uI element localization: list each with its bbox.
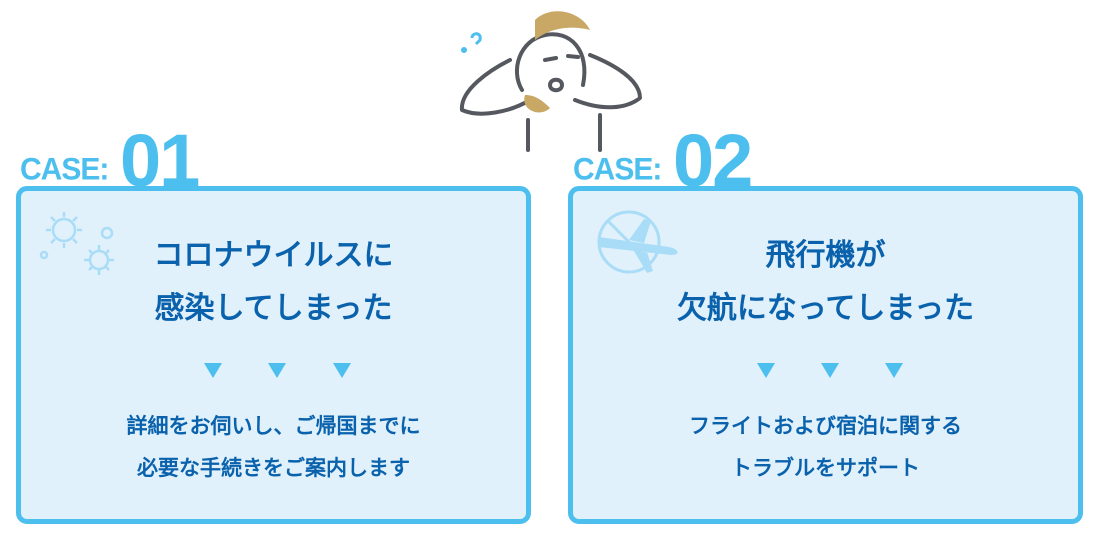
case-title-line: 飛行機が — [765, 239, 886, 272]
down-triangle-icon — [757, 363, 775, 378]
case-title-line: 欠航になってしまった — [676, 292, 975, 325]
worried-woman-illustration — [459, 11, 642, 152]
case-title-line: 感染してしまった — [154, 292, 393, 325]
case-body-line: トラブルをサポート — [731, 457, 920, 480]
down-triangle-icon — [821, 363, 839, 378]
case-title-line: コロナウイルスに — [153, 239, 394, 272]
case-word: CASE: — [20, 152, 109, 187]
no-airplane-icon — [597, 210, 678, 274]
down-triangle-icon — [204, 363, 222, 378]
case-card-01: コロナウイルスに 感染してしまった 詳細をお伺いし、ご帰国までに 必要な手続きを… — [16, 186, 531, 524]
case-card-02: 飛行機が 欠航になってしまった フライトおよび宿泊に関する トラブルをサポート — [568, 186, 1083, 524]
down-triangle-icon — [333, 363, 351, 378]
virus-icon — [39, 212, 114, 275]
down-triangle-icon — [885, 363, 903, 378]
case-body-line: フライトおよび宿泊に関する — [689, 415, 962, 438]
case-word: CASE: — [573, 152, 662, 187]
down-triangle-icon — [268, 363, 286, 378]
case-body-line: 必要な手続きをご案内します — [137, 457, 410, 480]
case-body-line: 詳細をお伺いし、ご帰国までに — [126, 415, 421, 438]
